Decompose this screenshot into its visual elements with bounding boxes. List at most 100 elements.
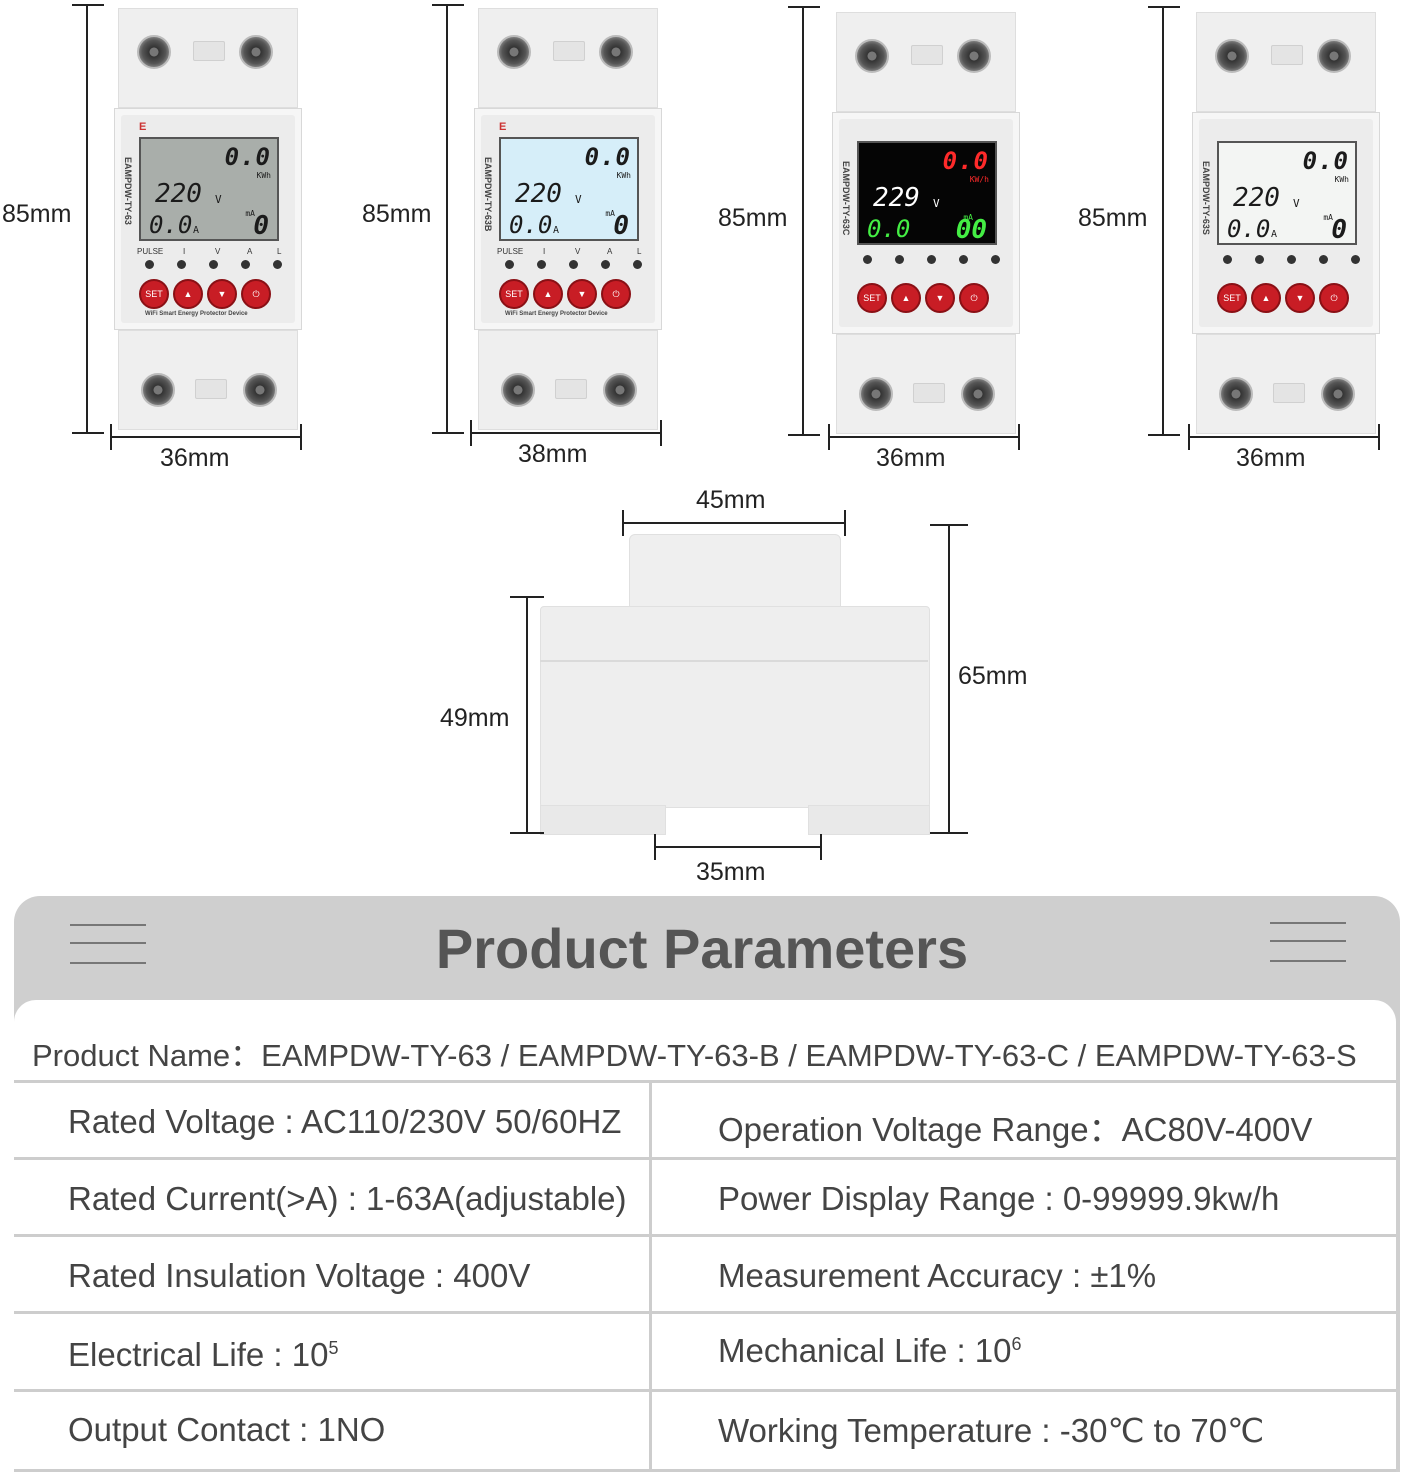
side-view-top-section (629, 534, 841, 616)
set-button: SET (1217, 283, 1247, 313)
device-bottom-terminal (118, 330, 298, 430)
screw-icon (137, 35, 171, 69)
tick (820, 834, 822, 860)
device-top-terminal (118, 8, 298, 108)
screw-icon (497, 35, 531, 69)
device-4: EAMPDW-TY-63S 0.0 KWh 220 V 0.0 A mA 0 S… (1192, 12, 1380, 434)
terminal-plate (553, 41, 585, 61)
table-row (14, 1389, 1396, 1463)
side-view-foot-left (540, 805, 666, 835)
kwh-reading: 0.0 (224, 143, 271, 171)
operation-voltage-cell: Operation Voltage Range：AC80V-400V (718, 1111, 1313, 1148)
leakage-reading: 0 (253, 211, 269, 241)
indicator-led (601, 260, 610, 269)
product-name-text: Product Name：EAMPDW-TY-63 / EAMPDW-TY-63… (32, 1030, 1357, 1075)
body-height-line (526, 596, 528, 834)
indicator-label: PULSE (137, 247, 164, 256)
voltage-reading: 229 (873, 183, 920, 213)
tick (788, 6, 820, 8)
terminal-plate (555, 379, 587, 399)
indicator-led (895, 255, 904, 264)
tick (432, 432, 464, 434)
button-row: SET ▲ ▼ ⏻ (499, 279, 649, 309)
indicator-led (505, 260, 514, 269)
model-label: EAMPDW-TY-63S (1201, 161, 1211, 235)
device-bottom-terminal (478, 330, 658, 430)
total-height-label: 65mm (958, 662, 1028, 690)
voltage-reading: 220 (515, 179, 562, 209)
indicator-led (1255, 255, 1264, 264)
brand-logo: E (499, 121, 507, 133)
product-name-value: EAMPDW-TY-63 / EAMPDW-TY-63-B / EAMPDW-T… (261, 1038, 1357, 1073)
button-row: SET ▲ ▼ ⏻ (1217, 283, 1367, 313)
indicator-led (537, 260, 546, 269)
tick (72, 432, 104, 434)
indicator-led (569, 260, 578, 269)
indicator-led (1223, 255, 1232, 264)
width-label: 38mm (518, 440, 588, 468)
up-button: ▲ (1251, 283, 1281, 313)
tick (510, 832, 544, 834)
tick (654, 834, 656, 860)
screw-icon (1321, 377, 1355, 411)
indicator-label: A (607, 247, 613, 256)
power-button: ⏻ (1319, 283, 1349, 313)
voltage-unit: V (1293, 197, 1300, 210)
screw-icon (855, 39, 889, 73)
product-name-separator: ： (230, 1038, 262, 1073)
indicator-led (209, 260, 218, 269)
foot-width-line (654, 846, 822, 848)
height-label: 85mm (1078, 204, 1148, 232)
indicator-label: V (575, 247, 581, 256)
table-row (14, 1080, 1396, 1154)
indicator-led (145, 260, 154, 269)
indicator-led (1287, 255, 1296, 264)
device-2: E EAMPDW-TY-63B 0.0 KWh 220 V 0.0 A mA 0… (474, 8, 662, 430)
screw-icon (501, 373, 535, 407)
tick (930, 832, 968, 834)
indicator-row (853, 251, 1013, 277)
voltage-unit: V (575, 193, 582, 206)
current-reading: 0.0 (509, 211, 553, 239)
button-row: SET ▲ ▼ ⏻ (139, 279, 289, 309)
screw-icon (603, 373, 637, 407)
screw-icon (239, 35, 273, 69)
tick (788, 434, 820, 436)
kwh-unit: KW/h (969, 175, 989, 184)
tick (660, 420, 662, 446)
top-width-label: 45mm (696, 486, 766, 514)
down-button: ▼ (207, 279, 237, 309)
tick (828, 424, 830, 450)
electrical-life-text: Electrical Life : 10 (68, 1336, 329, 1373)
brand-logo: E (139, 121, 147, 133)
screw-icon (1219, 377, 1253, 411)
tick (844, 510, 846, 536)
device-front-panel: EAMPDW-TY-63S 0.0 KWh 220 V 0.0 A mA 0 S… (1192, 112, 1380, 334)
indicator-row: PULSE I V A L (495, 247, 655, 273)
inner-panel: E EAMPDW-TY-63B 0.0 KWh 220 V 0.0 A mA 0… (481, 115, 655, 323)
electrical-life-cell: Electrical Life : 105 (68, 1336, 338, 1374)
device-bottom-terminal (1196, 334, 1376, 434)
device-tagline: WiFi Smart Energy Protector Device (505, 311, 608, 317)
device-top-terminal (478, 8, 658, 108)
side-view-foot-right (808, 805, 930, 835)
height-line (86, 4, 88, 434)
kwh-unit: KWh (1334, 175, 1349, 184)
decorative-lines-icon (70, 922, 146, 966)
device-bottom-terminal (836, 334, 1016, 434)
model-label: EAMPDW-TY-63C (841, 161, 851, 236)
device-tagline: WiFi Smart Energy Protector Device (145, 311, 248, 317)
voltage-reading: 220 (155, 179, 202, 209)
width-line (1188, 436, 1380, 438)
tick (1378, 424, 1380, 450)
indicator-row: PULSE I V A L (135, 247, 295, 273)
tick (1188, 424, 1190, 450)
column-divider (649, 1082, 652, 1472)
table-bottom-border (14, 1469, 1396, 1472)
kwh-unit: KWh (616, 171, 631, 180)
mechanical-life-text: Mechanical Life : 10 (718, 1332, 1012, 1369)
height-line (446, 4, 448, 434)
tick (110, 424, 112, 450)
terminal-plate (1271, 45, 1303, 65)
table-row (14, 1157, 1396, 1231)
